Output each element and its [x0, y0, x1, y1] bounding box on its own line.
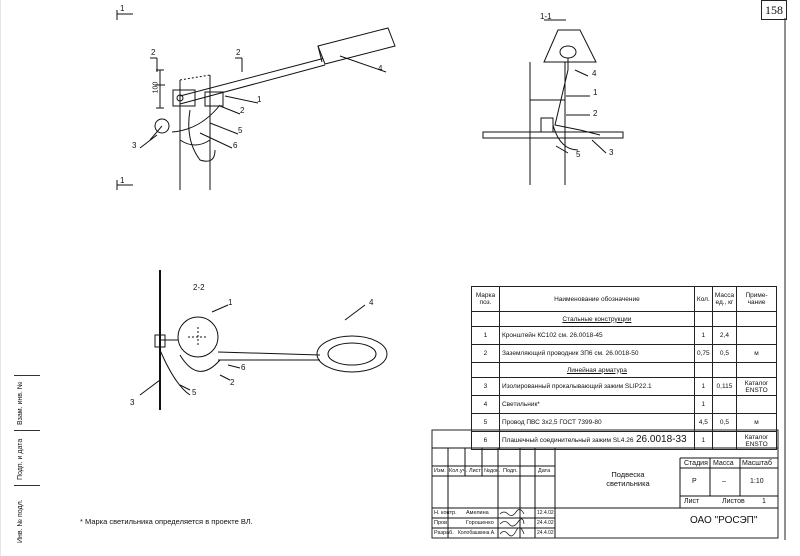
- cell-name: Плашечный соединительный зажим SL4.26: [498, 431, 695, 450]
- callout-4: 4: [378, 64, 383, 73]
- sheets-label: Листов: [722, 498, 745, 505]
- stage-value: Р: [692, 478, 697, 485]
- plan-view: [139, 270, 388, 410]
- header-name: Наименование обозначение: [498, 286, 695, 312]
- cut-mark-top: 1: [120, 4, 125, 13]
- sheet-label: Лист: [684, 498, 700, 505]
- staff-name: Горошенко: [466, 520, 494, 526]
- col-date: Дата: [538, 468, 551, 474]
- staff-role: Пров.: [434, 520, 449, 526]
- cut-mark-2-right: 2: [236, 48, 241, 57]
- callout-side-5: 5: [576, 150, 581, 159]
- table-row: 5 Провод ПВС 3х2,5 ГОСТ 7399-80 4,5 0,5 …: [471, 413, 777, 432]
- callout-1: 1: [257, 95, 262, 104]
- section-label-2-2: 2-2: [193, 283, 205, 292]
- scale-label: Масштаб: [742, 460, 772, 467]
- cell-mass: 0,115: [711, 377, 738, 396]
- col-doc: №док.: [484, 468, 501, 474]
- staff-date: 12.4.02: [537, 510, 554, 516]
- staff-date: 24.4.02: [537, 520, 554, 526]
- table-row: 3 Изолированный прокалывающий зажим SLIP…: [471, 377, 777, 396]
- cell-mass: [711, 431, 738, 450]
- mass-value: –: [722, 478, 726, 485]
- mass-label: Масса: [713, 460, 734, 467]
- col-list: Лист: [469, 468, 481, 474]
- callout-plan-5: 5: [192, 388, 197, 397]
- section-label-1-1: 1-1: [540, 12, 552, 21]
- callout-plan-2: 2: [230, 378, 235, 387]
- callout-plan-1: 1: [228, 298, 233, 307]
- staff-date: 24.4.02: [537, 530, 554, 536]
- cell-note: Каталог ENSTO: [736, 431, 777, 450]
- cut-mark-2-left: 2: [151, 48, 156, 57]
- side-view: [482, 19, 624, 185]
- callout-plan-4: 4: [369, 298, 374, 307]
- callout-plan-3: 3: [130, 398, 135, 407]
- cut-mark-bottom: 1: [120, 176, 125, 185]
- footnote: * Марка светильника определяется в проек…: [80, 517, 253, 526]
- front-view: [116, 10, 396, 190]
- callout-plan-6: 6: [241, 363, 246, 372]
- staff-role: Н. контр.: [434, 510, 457, 516]
- sheet-number: 158: [761, 0, 787, 20]
- doc-code: 26.0018-33: [636, 434, 687, 445]
- stage-label: Стадия: [684, 460, 708, 467]
- staff-role: Разраб.: [434, 530, 454, 536]
- staff-name: Амелина: [466, 510, 489, 516]
- col-kol: Кол.уч.: [449, 468, 468, 474]
- callout-3: 3: [132, 141, 137, 150]
- callout-6: 6: [233, 141, 238, 150]
- callout-side-4: 4: [592, 69, 597, 78]
- callout-side-1: 1: [593, 88, 598, 97]
- spec-table: Марка поз. Наименование обозначение Кол.…: [471, 286, 777, 450]
- drawing-title: Подвеска светильника: [606, 470, 650, 488]
- header-note: Приме- чание: [736, 286, 777, 312]
- scale-value: 1:10: [750, 478, 764, 485]
- sheets-value: 1: [762, 498, 766, 505]
- col-podp: Подп.: [503, 468, 518, 474]
- staff-name: Колобашкина А.: [458, 530, 496, 536]
- callout-2: 2: [240, 106, 245, 115]
- callout-5: 5: [238, 126, 243, 135]
- table-row: 6 Плашечный соединительный зажим SL4.26 …: [471, 431, 777, 450]
- callout-side-3: 3: [609, 148, 614, 157]
- callout-side-2: 2: [593, 109, 598, 118]
- col-izm: Изм.: [434, 468, 446, 474]
- side-stamp: Взам. инв. № Подп. и дата Инв. № подл.: [14, 375, 40, 545]
- organization: ОАО "РОСЭП": [690, 515, 758, 526]
